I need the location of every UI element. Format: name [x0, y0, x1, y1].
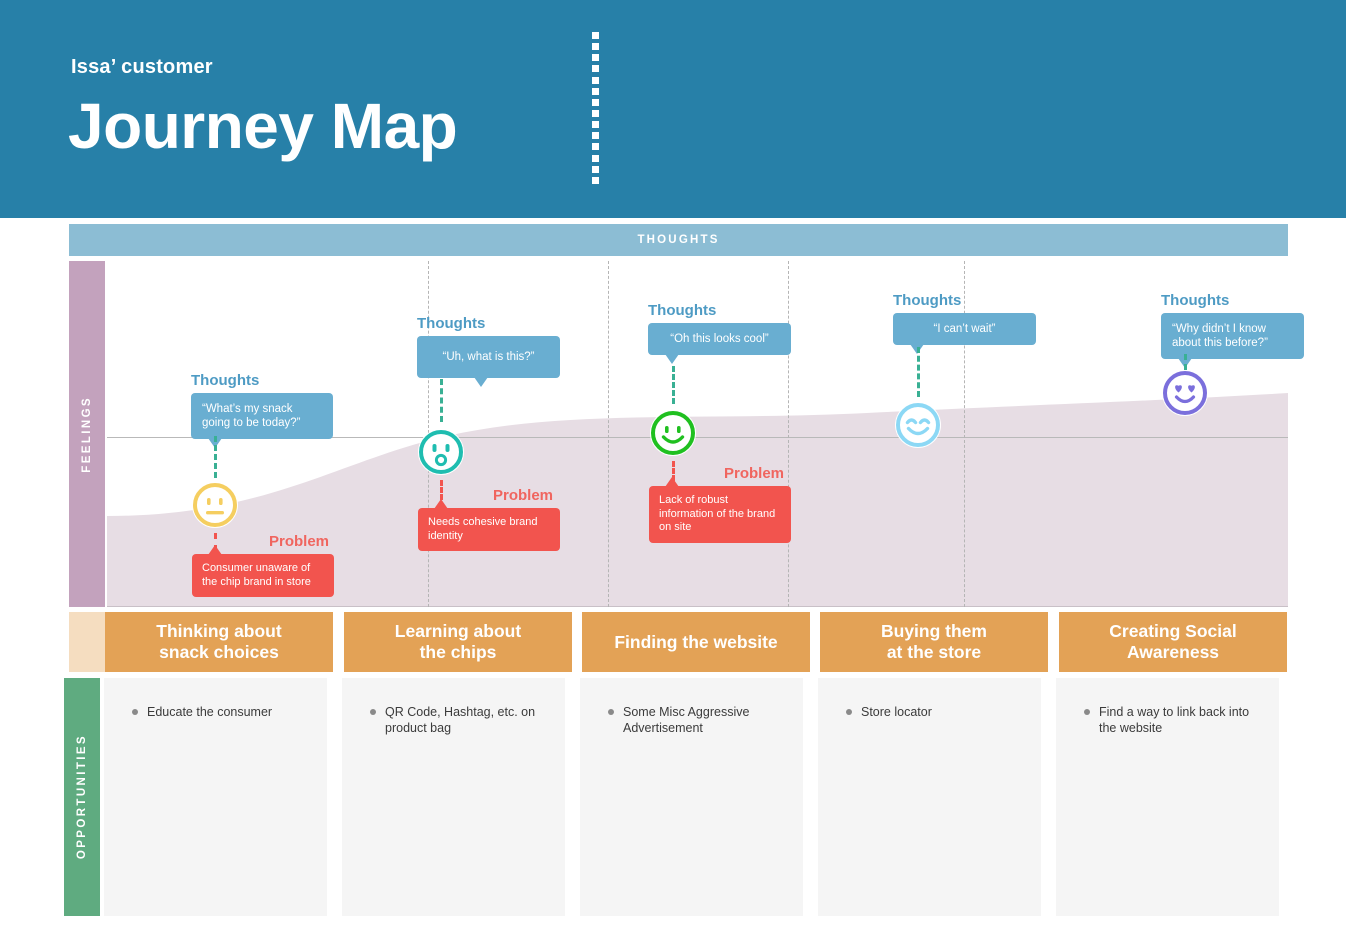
chart-midline — [107, 437, 1288, 438]
thought-label-3: Thoughts — [648, 302, 717, 319]
page-title: Journey Map — [68, 90, 458, 162]
connector-thought-5 — [1184, 354, 1187, 370]
bullet-icon — [132, 709, 138, 715]
problem-text-2: Needs cohesive brand identity — [428, 516, 538, 542]
thought-bubble-1[interactable]: “What’s my snack going to be today?” — [191, 393, 333, 448]
bullet-icon — [370, 709, 376, 715]
opportunity-column-3: Some Misc Aggressive Advertisement — [580, 678, 803, 916]
connector-problem-3 — [672, 461, 675, 481]
thought-label-5: Thoughts — [1161, 292, 1230, 309]
opportunity-column-4: Store locator — [818, 678, 1041, 916]
thought-bubble-3[interactable]: “Oh this looks cool” — [648, 323, 791, 364]
connector-problem-2 — [440, 480, 443, 500]
problem-label-3: Problem — [724, 465, 785, 482]
thought-label-2: Thoughts — [417, 315, 486, 332]
thought-bubble-4[interactable]: “I can’t wait” — [893, 313, 1036, 354]
problem-text-3: Lack of robust information of the brand … — [659, 494, 776, 533]
stage-3[interactable]: Finding the website — [582, 612, 810, 672]
thought-text-1: “What’s my snack going to be today?” — [202, 403, 301, 429]
opportunity-column-1: Educate the consumer — [104, 678, 327, 916]
connector-thought-4 — [917, 347, 920, 397]
connector-thought-3 — [672, 366, 675, 404]
stage-separator-2 — [608, 261, 609, 607]
smiley-face-icon — [650, 410, 696, 456]
problem-text-1: Consumer unaware of the chip brand in st… — [202, 562, 311, 588]
thought-group-2: Thoughts “Uh, what is this?” — [417, 315, 560, 387]
squint-smile-face-icon — [895, 402, 941, 448]
stage-row-swatch — [69, 612, 105, 672]
feelings-section-label: FEELINGS — [69, 261, 105, 607]
surprised-face-icon — [418, 429, 464, 475]
thought-bubble-2[interactable]: “Uh, what is this?” — [417, 336, 560, 387]
thought-group-5: Thoughts “Why didn’t I know about this b… — [1161, 292, 1304, 368]
bullet-icon — [1084, 709, 1090, 715]
opportunity-column-2: QR Code, Hashtag, etc. on product bag — [342, 678, 565, 916]
stage-3-label: Finding the website — [614, 631, 778, 652]
problem-label-2: Problem — [493, 487, 554, 504]
stage-separator-3 — [788, 261, 789, 607]
bullet-icon — [846, 709, 852, 715]
list-item[interactable]: QR Code, Hashtag, etc. on product bag — [370, 704, 551, 736]
header-subtitle: Issa’ customer — [71, 56, 213, 78]
chart-bottom-line — [107, 606, 1288, 607]
opportunity-text-4: Store locator — [861, 705, 932, 719]
connector-thought-1 — [214, 436, 217, 478]
bubble-tail-icon — [665, 354, 679, 364]
thought-text-4: “I can’t wait” — [933, 323, 996, 335]
thought-text-5: “Why didn’t I know about this before?” — [1172, 323, 1268, 349]
thought-text-2: “Uh, what is this?” — [442, 351, 535, 363]
bullet-icon — [608, 709, 614, 715]
list-item[interactable]: Store locator — [846, 704, 1027, 720]
thought-label-1: Thoughts — [191, 372, 260, 389]
opportunity-text-1: Educate the consumer — [147, 705, 273, 719]
connector-thought-2 — [440, 379, 443, 422]
bubble-tail-icon — [208, 545, 222, 555]
thoughts-section-label: THOUGHTS — [637, 234, 720, 246]
thought-group-3: Thoughts “Oh this looks cool” — [648, 302, 791, 364]
opportunities-section-label: OPPORTUNITIES — [64, 678, 100, 916]
opportunity-text-5: Find a way to link back into the website — [1099, 705, 1250, 735]
stage-separator-4 — [964, 261, 965, 607]
dotted-divider-icon — [592, 32, 599, 184]
neutral-face-icon — [192, 482, 238, 528]
thought-bubble-5[interactable]: “Why didn’t I know about this before?” — [1161, 313, 1304, 368]
list-item[interactable]: Educate the consumer — [132, 704, 313, 720]
thought-label-4: Thoughts — [893, 292, 962, 309]
list-item[interactable]: Some Misc Aggressive Advertisement — [608, 704, 789, 736]
bubble-tail-icon — [474, 377, 488, 387]
heart-eyes-face-icon — [1162, 370, 1208, 416]
thought-group-1: Thoughts “What’s my snack going to be to… — [191, 372, 333, 448]
opportunity-text-3: Some Misc Aggressive Advertisement — [623, 705, 750, 735]
bubble-tail-icon — [665, 477, 679, 487]
problem-label-1: Problem — [269, 533, 330, 550]
page-header: Issa’ customer Journey Map — [0, 0, 1346, 218]
thoughts-section-header: THOUGHTS — [69, 224, 1288, 256]
bubble-tail-icon — [434, 499, 448, 509]
problem-bubble-1[interactable]: Consumer unaware of the chip brand in st… — [192, 545, 334, 597]
thought-text-3: “Oh this looks cool” — [670, 333, 769, 345]
list-item[interactable]: Find a way to link back into the website — [1084, 704, 1265, 736]
opportunity-column-5: Find a way to link back into the website — [1056, 678, 1279, 916]
opportunity-text-2: QR Code, Hashtag, etc. on product bag — [385, 705, 536, 735]
problem-bubble-3[interactable]: Lack of robust information of the brand … — [649, 477, 791, 543]
connector-problem-1 — [214, 533, 217, 551]
thought-group-4: Thoughts “I can’t wait” — [893, 292, 1036, 354]
problem-bubble-2[interactable]: Needs cohesive brand identity — [418, 499, 560, 551]
